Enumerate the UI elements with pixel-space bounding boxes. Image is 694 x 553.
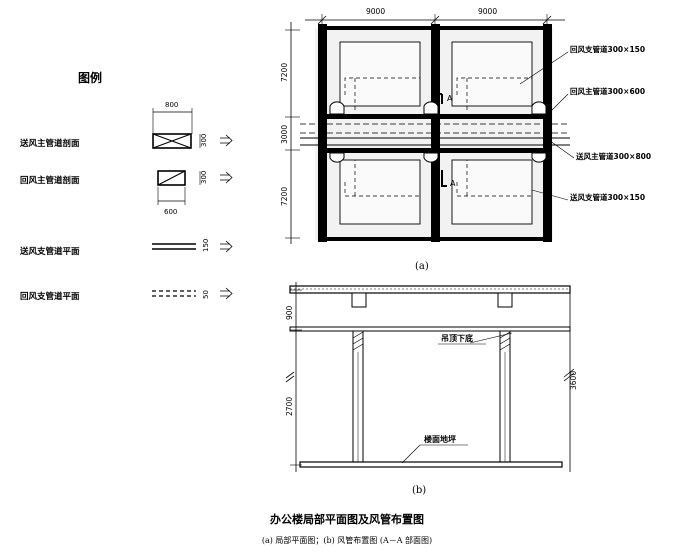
dim-900: 900: [285, 305, 294, 320]
dim-7200-top: 7200: [280, 63, 289, 82]
legend-item-supply-branch-plan: 送风支管道平面: [19, 246, 80, 257]
dim-3600: 3600: [569, 371, 578, 390]
callout-supply-main: 送风主管道300×800: [575, 151, 651, 161]
svg-text:300: 300: [200, 134, 208, 147]
figure-subtitle: (a) 局部平面图；(b) 风管布置图 (A－A 部面图): [262, 535, 432, 545]
svg-text:800: 800: [165, 101, 178, 109]
svg-text:300: 300: [200, 171, 208, 184]
section-right-dimension: 3600: [563, 286, 578, 472]
duct-connectors: [329, 101, 547, 163]
legend-item-return-main-section: 回风主管道剖面: [20, 175, 80, 186]
label-floor: 楼面地坪: [424, 434, 456, 444]
figure-title: 办公楼局部平面图及风管布置图: [270, 512, 424, 526]
caption-a: (a): [415, 261, 429, 272]
dim-7200-bottom: 7200: [280, 187, 289, 206]
dim-3000: 3000: [280, 125, 289, 144]
plan-left-dimension: 7200 3000 7200: [280, 22, 300, 244]
dim-9000-left: 9000: [366, 7, 385, 16]
callout-return-branch: 回风支管道300×150: [570, 44, 645, 54]
return-branch-ducts: [344, 77, 532, 197]
label-ceiling-bottom: 吊顶下底: [441, 333, 473, 343]
legend-return-main-section-symbol: 300: [157, 170, 233, 186]
legend-title: 图例: [78, 70, 102, 85]
legend-supply-branch-symbol: 150: [152, 239, 233, 253]
main-ducts: [300, 123, 570, 146]
legend-return-branch-symbol: 50: [152, 287, 233, 300]
section-left-dimension: 900 2700: [285, 282, 302, 472]
section-mark-a: A A: [437, 93, 456, 188]
room-panels: [339, 41, 533, 225]
legend: 图例 800 300 送风主管道剖面 300 回风主管道剖面: [19, 70, 233, 302]
svg-text:600: 600: [164, 208, 177, 216]
legend-item-supply-main-section: 送风主管道剖面: [19, 138, 80, 149]
callout-supply-branch: 送风支管道300×150: [569, 192, 645, 202]
legend-item-return-branch-plan: 回风支管道平面: [20, 291, 80, 302]
plan-a: 9000 9000 7200 3000 7200: [280, 7, 651, 272]
svg-text:A: A: [450, 179, 456, 188]
legend-dim-600: 600: [157, 187, 186, 216]
callout-leaders: [519, 51, 575, 201]
svg-text:A: A: [447, 94, 453, 103]
svg-text:150: 150: [202, 239, 210, 252]
section-b: 900 2700 3600 吊顶下底 楼面地坪 (b): [285, 282, 578, 496]
dim-9000-right: 9000: [478, 7, 497, 16]
caption-b: (b): [412, 485, 426, 496]
dim-2700: 2700: [285, 397, 294, 416]
legend-supply-main-section-symbol: 300: [152, 133, 233, 149]
plan-top-dimension: 9000 9000: [305, 7, 565, 30]
svg-text:50: 50: [202, 290, 210, 299]
callout-return-main: 回风主管道300×600: [570, 86, 645, 96]
legend-dim-800: 800: [152, 101, 193, 134]
